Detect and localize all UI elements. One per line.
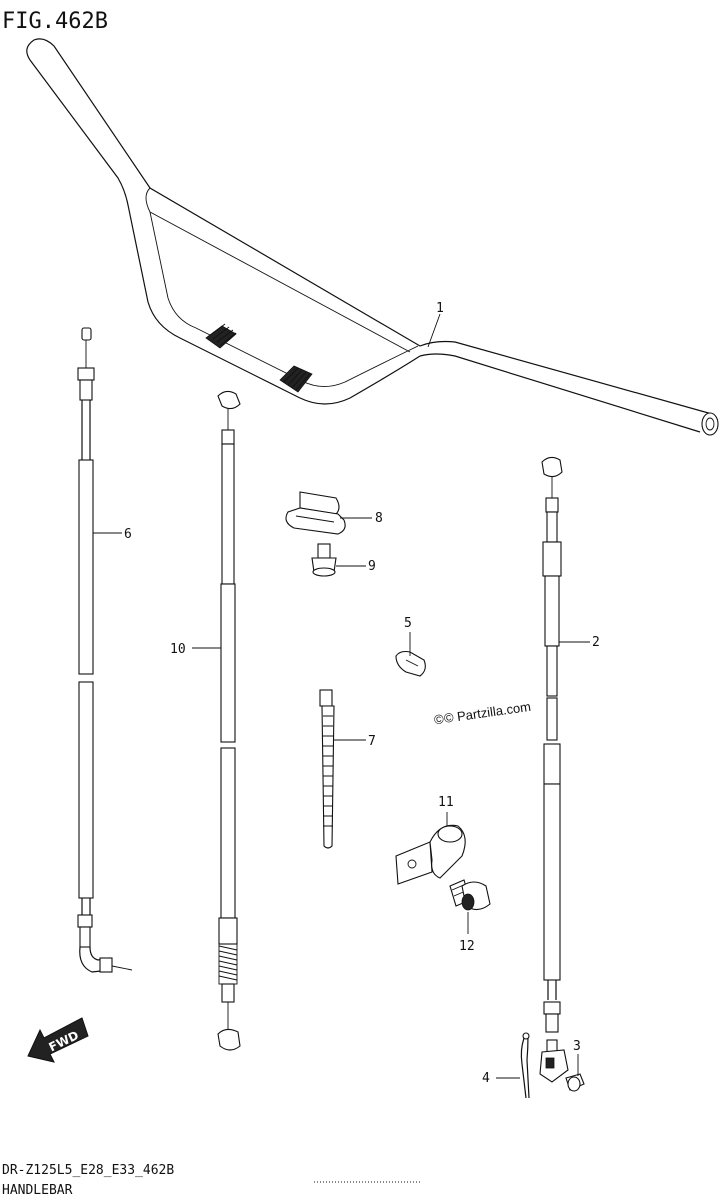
part-cable-2[interactable]	[539, 456, 569, 1083]
watermark: © © Partzilla.com	[433, 699, 532, 727]
callout-6: 6	[124, 527, 132, 542]
watermark-text: © Partzilla.com	[443, 699, 532, 726]
part-cable-tie-7[interactable]	[319, 689, 335, 849]
part-cotter-pin-4[interactable]	[520, 1032, 530, 1099]
callout-10: 10	[170, 642, 186, 657]
figure-title: FIG.462B	[2, 9, 108, 34]
part-cable-10[interactable]	[217, 390, 241, 1051]
part-bolt-12[interactable]	[449, 879, 491, 911]
fwd-arrow-icon: FWD	[27, 1017, 89, 1063]
footer-caption: HANDLEBAR	[2, 1183, 73, 1198]
part-clip-5[interactable]	[395, 650, 426, 677]
part-handlebar[interactable]	[26, 38, 719, 436]
footer-code: DR-Z125L5_E28_E33_462B	[2, 1163, 174, 1178]
spring-10	[218, 943, 238, 985]
callout-5: 5	[404, 616, 412, 631]
callout-2: 2	[592, 635, 600, 650]
callout-7: 7	[368, 734, 376, 749]
part-pin-3[interactable]	[565, 1073, 585, 1092]
callout-3: 3	[573, 1039, 581, 1054]
part-bracket-11[interactable]	[395, 824, 466, 885]
callout-9: 9	[368, 559, 376, 574]
callout-11: 11	[438, 795, 454, 810]
copyright-icon: ©	[433, 711, 445, 727]
callout-4: 4	[482, 1071, 490, 1086]
part-guide-8[interactable]	[285, 491, 346, 535]
part-cable-6[interactable]	[77, 327, 133, 973]
callout-12: 12	[459, 939, 475, 954]
callout-8: 8	[375, 511, 383, 526]
part-screw-9[interactable]	[311, 543, 337, 577]
knurl-right	[279, 365, 313, 393]
knurl-left	[205, 323, 237, 349]
callout-1: 1	[436, 301, 444, 316]
